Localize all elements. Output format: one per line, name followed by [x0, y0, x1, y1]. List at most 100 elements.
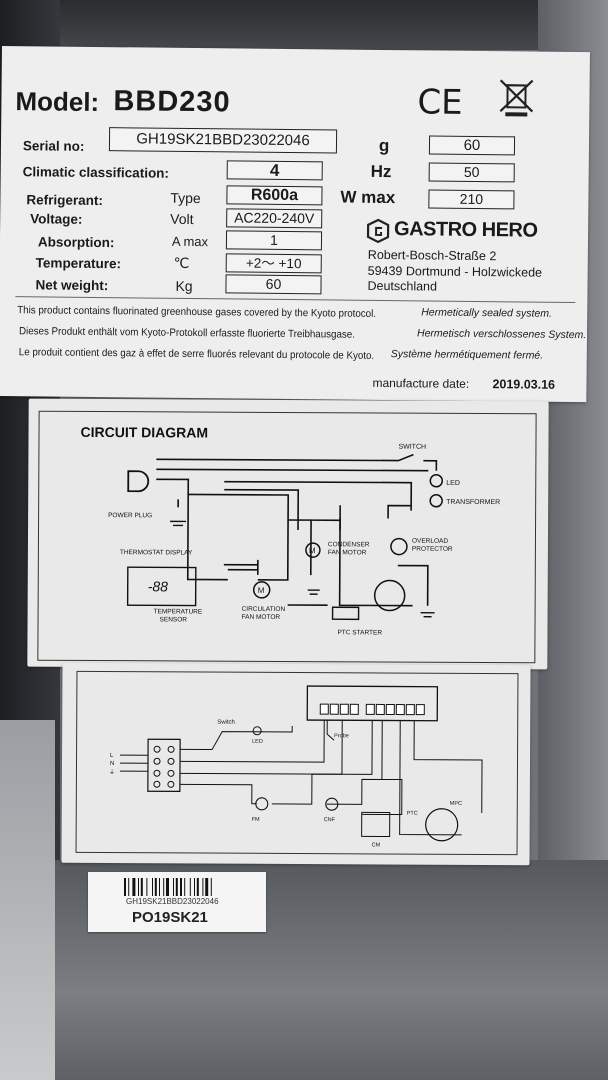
absorption-value: 1 [225, 230, 323, 251]
barcode-bar [173, 878, 174, 896]
voltage-unit: Volt [170, 210, 194, 228]
address-line-2: 59439 Dortmund - Holzwickede [367, 263, 543, 280]
barcode-bar [166, 878, 169, 896]
svg-text:Switch: Switch [217, 720, 235, 726]
g-value: 60 [428, 135, 516, 156]
svg-text:TEMPERATURE: TEMPERATURE [154, 608, 203, 615]
barcode-bar [132, 878, 136, 896]
weight-key: Net weight: [35, 277, 109, 294]
absorption-key: Absorption: [37, 234, 115, 251]
crossed-bin-icon [497, 77, 535, 122]
ce-mark: CE [417, 82, 463, 123]
floor-background [0, 720, 55, 1080]
barcode-bar [180, 878, 182, 896]
svg-text:SWITCH: SWITCH [398, 444, 426, 451]
voltage-value: AC220-240V [226, 208, 323, 229]
wmax-key: W max [340, 187, 396, 208]
svg-text:THERMOSTAT DISPLAY: THERMOSTAT DISPLAY [120, 549, 193, 556]
climatic-value: 4 [226, 160, 323, 181]
svg-text:PTC STARTER: PTC STARTER [337, 629, 382, 636]
serial-value: GH19SK21BBD23022046 [108, 127, 338, 154]
refrigerant-unit: Type [170, 189, 201, 207]
svg-text:M: M [258, 586, 265, 595]
divider [15, 296, 576, 304]
controller-block [306, 685, 439, 722]
svg-text:Probe: Probe [334, 733, 349, 739]
rating-plate: Model: BBD230 CE Serial no: GH19SK21BBD2… [0, 46, 590, 403]
overload-protector-icon [390, 537, 408, 556]
sealed-notice-fr: Système hermétiquement fermé. [390, 348, 544, 362]
sticker-code: PO19SK21 [132, 909, 208, 926]
hz-key: Hz [370, 161, 392, 182]
hz-value: 50 [428, 162, 515, 183]
svg-text:N: N [110, 761, 114, 767]
svg-text:SENSOR: SENSOR [160, 616, 188, 623]
svg-text:LED: LED [446, 480, 460, 487]
ptc-starter-icon [331, 606, 360, 621]
mfg-date-value: 2019.03.16 [492, 377, 556, 392]
cabinet-top [0, 0, 608, 50]
gas-notice-en: This product contains fluorinated greenh… [17, 304, 377, 320]
barcode-bar [189, 878, 191, 896]
barcode-bar [146, 878, 148, 896]
barcode-bar [140, 878, 143, 896]
ptc-block [361, 811, 391, 837]
ground-icons [170, 520, 435, 618]
condenser-fan-motor-icon [305, 542, 321, 558]
led-icon [429, 474, 444, 488]
circulation-fan-motor-icon [252, 581, 271, 599]
svg-text:L: L [110, 753, 114, 759]
svg-text:FAN MOTOR: FAN MOTOR [328, 549, 367, 556]
barcode-icon [124, 878, 212, 896]
barcode-bar [128, 878, 130, 896]
circuit-diagram: CIRCUIT DIAGRAM -88 [80, 424, 500, 637]
barcode-bar [138, 878, 139, 896]
svg-text:FAN MOTOR: FAN MOTOR [242, 614, 281, 621]
fan-motor-icon [255, 797, 269, 811]
address-line-3: Deutschland [367, 278, 438, 294]
svg-text:CNF: CNF [324, 817, 336, 823]
model-value: BBD230 [113, 85, 231, 119]
barcode-bar [163, 878, 165, 896]
gas-notice-de: Dieses Produkt enthält vom Kyoto-Protoko… [18, 325, 356, 341]
svg-text:PROTECTOR: PROTECTOR [412, 546, 453, 553]
terminal-block [147, 738, 181, 792]
compressor-icon [373, 579, 406, 612]
brand-logo-icon [366, 218, 390, 249]
svg-text:CIRCULATION: CIRCULATION [242, 606, 286, 613]
mfg-date-key: manufacture date: [372, 375, 470, 391]
condenser-fan-icon [325, 797, 339, 811]
svg-text:POWER PLUG: POWER PLUG [108, 512, 152, 519]
wiring-led-icon [252, 726, 262, 736]
svg-text:CONDENSER: CONDENSER [328, 541, 370, 548]
weight-value: 60 [225, 274, 322, 295]
barcode-bar [175, 878, 178, 896]
barcode-bar [205, 878, 209, 896]
barcode-sticker: GH19SK21BBD23022046 PO19SK21 [88, 872, 266, 932]
circuit-title: CIRCUIT DIAGRAM [80, 424, 208, 441]
barcode-bar [210, 878, 212, 896]
svg-text:TRANSFORMER: TRANSFORMER [446, 499, 500, 506]
svg-text:PTC: PTC [407, 811, 418, 817]
barcode-bar [184, 878, 186, 896]
weight-unit: Kg [175, 277, 193, 295]
refrigerant-value: R600a [226, 185, 323, 206]
barcode-bar [152, 878, 153, 896]
svg-text:CM: CM [372, 842, 381, 848]
refrigerant-key: Refrigerant: [26, 192, 103, 209]
wmax-value: 210 [428, 189, 515, 210]
absorption-unit: A max [171, 233, 209, 250]
wiring-diagram-panel: Switch LED Probe L N ⏚ FM CNF PTC MPC CM [61, 662, 531, 866]
g-key: g [378, 135, 390, 156]
model-key: Model: [15, 86, 100, 118]
brand-name: GASTRO HERO [393, 218, 538, 242]
barcode-bar [124, 878, 126, 896]
svg-text:M: M [309, 546, 316, 555]
gas-notice-fr: Le produit contient des gaz à effet de s… [18, 346, 375, 362]
address-line-1: Robert-Bosch-Straße 2 [367, 247, 497, 264]
circuit-diagram-panel: CIRCUIT DIAGRAM -88 [27, 398, 549, 670]
barcode-text: GH19SK21BBD23022046 [126, 897, 219, 906]
barcode-bar [194, 878, 195, 896]
sealed-notice-de: Hermetisch verschlossenes System. [416, 327, 587, 342]
thermostat-reading: -88 [148, 578, 169, 594]
